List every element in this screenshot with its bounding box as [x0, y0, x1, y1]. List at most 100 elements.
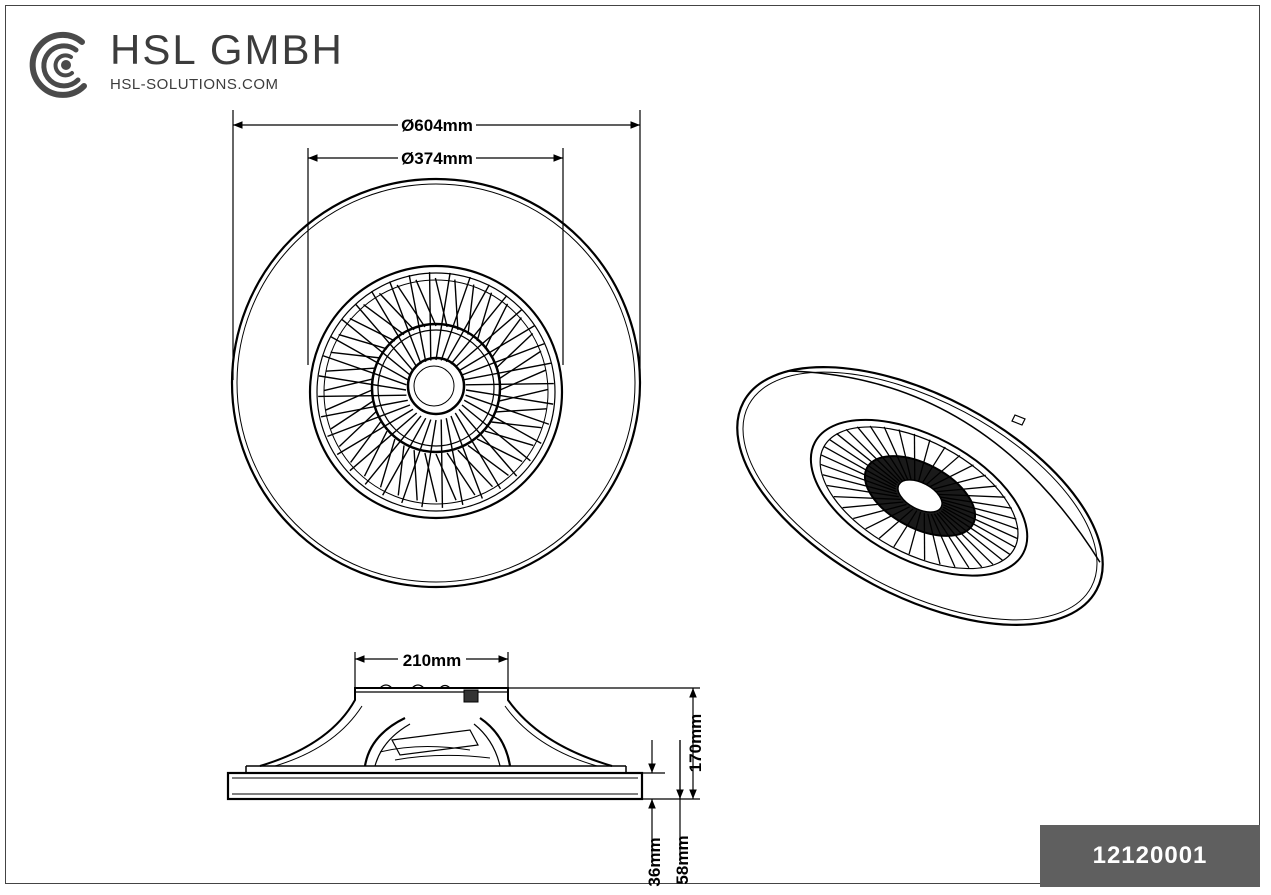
- grille-spoke: [943, 504, 1019, 540]
- grille-spoke: [318, 375, 407, 391]
- grille-spoke: [464, 362, 552, 381]
- grille-spoke: [908, 511, 922, 555]
- grille-spoke: [465, 382, 554, 386]
- grille-spoke: [842, 501, 904, 509]
- brand-url: HSL-SOLUTIONS.COM: [110, 76, 279, 93]
- grille-spoke: [498, 350, 542, 380]
- grille-spoke: [434, 277, 448, 328]
- grille-spoke: [389, 281, 422, 365]
- grille-spoke: [496, 408, 547, 413]
- grille-spoke: [491, 421, 542, 429]
- grille-spoke: [454, 279, 459, 330]
- grille-spoke: [820, 463, 897, 493]
- grille-spoke: [397, 445, 405, 496]
- grille-spoke: [476, 292, 493, 342]
- grille-spoke: [898, 429, 912, 481]
- drawing-frame: [5, 5, 1260, 884]
- grille-spoke: [935, 485, 997, 493]
- grille-spoke: [467, 284, 475, 335]
- article-number-box: 12120001: [1040, 825, 1260, 887]
- grille-spoke: [845, 428, 901, 483]
- grille-spoke: [323, 378, 374, 392]
- grille-spoke: [820, 454, 897, 490]
- grille-spoke: [463, 399, 542, 444]
- grille-spoke: [327, 404, 411, 437]
- grille-spoke: [445, 418, 464, 506]
- grille-spoke: [435, 272, 451, 361]
- grille-spoke: [382, 417, 427, 496]
- grille-spoke: [322, 355, 407, 386]
- grille-spoke: [941, 499, 1017, 520]
- grille-spoke: [932, 474, 986, 490]
- grille-spoke: [338, 411, 377, 448]
- grille-spoke: [318, 394, 407, 398]
- article-number: 12120001: [1092, 842, 1208, 869]
- grille-spoke: [457, 449, 494, 488]
- grille-spoke: [878, 508, 914, 539]
- side-dimensions: [354, 652, 700, 862]
- grille-spoke: [454, 412, 502, 490]
- grille-spoke: [408, 274, 427, 362]
- top-view: [230, 177, 642, 589]
- grille-spoke: [465, 389, 554, 405]
- grille-spoke: [833, 495, 901, 501]
- grille-spoke: [933, 513, 970, 569]
- grille-spoke: [341, 318, 411, 376]
- grille-spoke: [913, 433, 916, 481]
- grille-spoke: [942, 508, 1011, 555]
- grille-spoke: [942, 501, 1019, 530]
- grille-spoke: [330, 351, 381, 359]
- grille-spoke: [893, 510, 918, 548]
- grille-spoke: [458, 324, 536, 372]
- grille-spoke: [320, 399, 408, 418]
- grille-spoke: [921, 446, 946, 484]
- grille-spoke: [379, 438, 396, 488]
- inner-diameter-label: Ø374mm: [401, 149, 473, 168]
- grille-spoke: [925, 454, 961, 486]
- grille-spoke: [917, 439, 931, 482]
- total-height-label: 170mm: [686, 714, 705, 773]
- perspective-view: [736, 366, 1104, 626]
- side-view: [226, 684, 644, 801]
- grille-spoke: [363, 304, 405, 336]
- grille-spoke: [498, 388, 549, 402]
- grille-spoke: [938, 493, 1006, 498]
- grille-spoke: [440, 419, 444, 508]
- grille-spoke: [350, 421, 382, 463]
- outer-diameter-label: Ø604mm: [401, 116, 473, 135]
- grille-spoke: [467, 444, 509, 476]
- grille-spoke: [354, 303, 414, 372]
- grille-spoke: [942, 506, 1016, 548]
- grille-spoke: [495, 332, 534, 369]
- grille-spoke: [490, 317, 522, 359]
- grille-spoke: [927, 513, 941, 565]
- grille-spoke: [413, 450, 418, 501]
- grille-spoke: [446, 452, 476, 496]
- grille-spoke: [856, 426, 903, 482]
- brand-name: HSL GMBH: [110, 26, 344, 73]
- body-height-label: 58mm: [673, 835, 692, 884]
- grille-spoke: [938, 511, 994, 565]
- grille-spoke: [930, 513, 956, 568]
- grille-spoke: [336, 408, 414, 456]
- grille-spoke: [349, 412, 418, 472]
- grille-spoke: [445, 284, 490, 363]
- grille-spoke: [330, 336, 409, 381]
- grille-spoke: [440, 276, 471, 361]
- grille-spoke: [936, 512, 983, 568]
- grille-spoke: [940, 496, 1013, 509]
- grille-spoke: [827, 484, 899, 498]
- grille-spoke: [461, 404, 531, 462]
- grille-spoke: [822, 474, 898, 495]
- grille-spoke: [415, 279, 437, 327]
- grille-spoke: [484, 430, 534, 447]
- grille-spoke: [450, 415, 483, 499]
- grille-spoke: [484, 303, 509, 350]
- grille-spoke: [370, 290, 418, 368]
- grille-spoke: [396, 284, 426, 328]
- grille-spoke: [450, 295, 508, 365]
- grille-spoke: [454, 308, 523, 368]
- grille-spoke: [461, 343, 545, 376]
- grille-spoke: [330, 400, 374, 430]
